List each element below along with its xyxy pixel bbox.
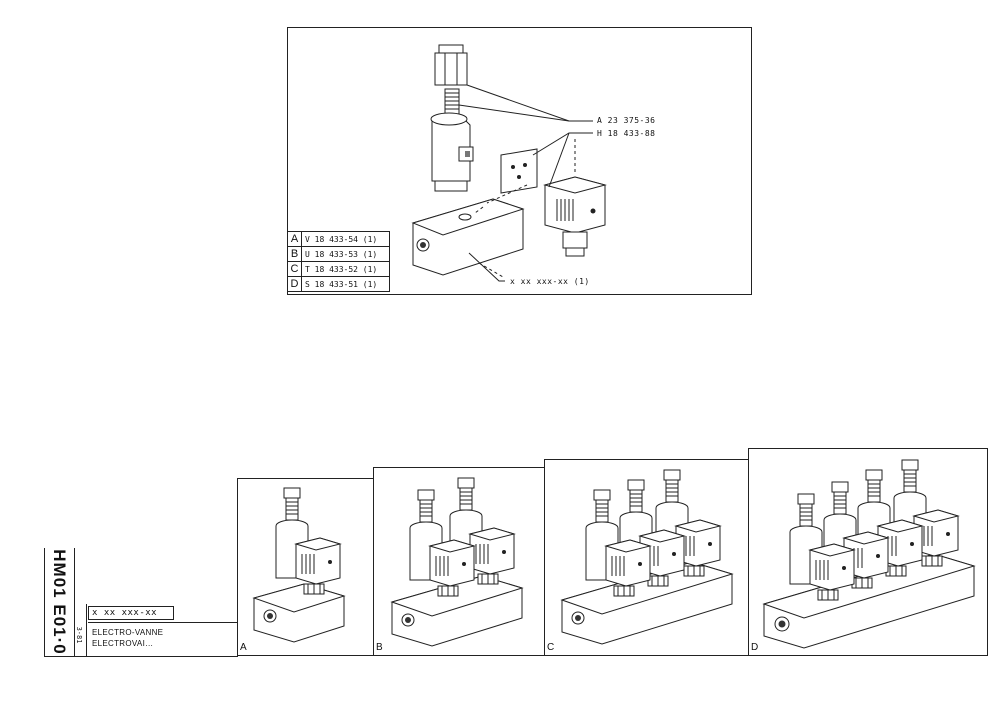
title-alternate: ELECTROVAI… [92,639,154,648]
assembly-a [252,487,346,643]
title-block-border [44,548,45,656]
title-block-divider [86,604,87,656]
exploded-view-frame [287,27,752,295]
variant-table: A V 18 433-54 (1) B U 18 433-53 (1) C T … [287,231,390,292]
panel-a-label: A [240,642,247,653]
exploded-view-drawing [411,44,607,282]
title-underline [44,656,238,657]
leader-lines [458,84,593,282]
valve-stem [444,88,460,116]
sheet-date-text: 3-81 [75,626,83,644]
gasket-plate [500,148,538,194]
panel-d-frame [748,448,988,656]
assembly-b [390,477,524,647]
sheet-code: HM01 E01·0 [44,548,74,656]
panel-b-label: B [376,642,383,653]
panel-c-label: C [547,642,555,653]
assembly-c [560,469,734,645]
callout-h-code: H 18 433-88 [597,129,656,138]
variant-letter: D [287,276,302,292]
title-box: x xx xxx-xx ELECTRO-VANNE ELECTROVAI… [88,604,236,656]
sheet-code-text: HM01 E01·0 [50,549,69,655]
valve-body [430,112,474,192]
variant-code: S 18 433-51 (1) [301,276,390,292]
title-block-divider [74,548,75,656]
callout-manifold-code: x xx xxx-xx (1) [510,277,590,286]
assembly-d [762,459,976,649]
variant-row: D S 18 433-51 (1) [287,276,390,292]
sheet-date: 3-81 [74,615,84,655]
panel-d-label: D [751,642,759,653]
title-underline [88,622,238,623]
manifold-block [411,198,525,276]
callout-a-code: A 23 375-36 [597,116,656,125]
title-french: ELECTRO-VANNE [92,628,164,637]
coil-connector [543,176,607,257]
reference-code: x xx xxx-xx [88,606,174,620]
